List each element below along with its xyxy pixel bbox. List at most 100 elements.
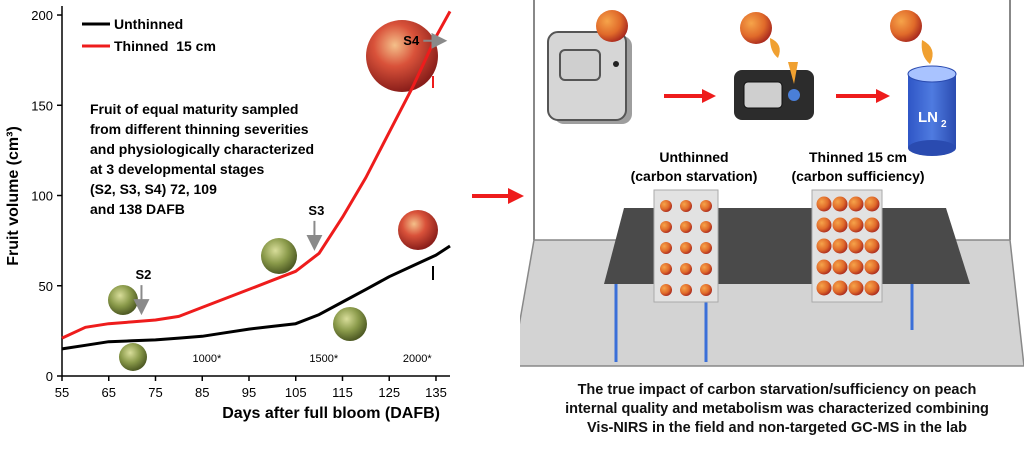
ln2-cylinder-base xyxy=(908,140,956,156)
unthinned-peaches xyxy=(660,200,712,296)
gdd-label: 1000* xyxy=(193,353,222,365)
y-tick-label: 200 xyxy=(31,8,53,23)
experiment-diagram-panel: LN 2 Unthinned (carbon starvation) Thinn… xyxy=(511,0,1024,446)
peach-icon xyxy=(832,238,848,254)
peach-icon xyxy=(700,200,712,212)
x-axis-label: Days after full bloom (DAFB) xyxy=(222,405,440,422)
peach-s3-thinned-image xyxy=(261,238,297,274)
x-tick-label: 115 xyxy=(332,385,353,400)
peach-on-device xyxy=(596,10,628,42)
legend-label-unthinned: Unthinned xyxy=(114,16,183,32)
x-tick-label: 105 xyxy=(285,385,307,400)
unthinned-title: Unthinned xyxy=(659,149,728,165)
annotation-line: (S2, S3, S4) 72, 109 xyxy=(90,181,217,197)
peach-icon xyxy=(680,284,692,296)
sampling-device xyxy=(734,12,814,120)
peach-icon xyxy=(660,263,672,275)
peach-icon xyxy=(832,196,848,212)
annotation-line: Fruit of equal maturity sampled xyxy=(90,101,298,117)
ln2-cylinder xyxy=(908,74,956,148)
peach-icon xyxy=(660,221,672,233)
peach-icon xyxy=(680,200,692,212)
experiment-diagram: LN 2 Unthinned (carbon starvation) Thinn… xyxy=(511,0,1024,367)
thinned-title: Thinned 15 cm xyxy=(809,149,907,165)
sample-drop xyxy=(788,62,798,84)
peach-icon xyxy=(700,284,712,296)
gdd-label: 2000* xyxy=(403,353,432,365)
x-tick-label: 135 xyxy=(425,385,447,400)
ln2-label: LN xyxy=(918,109,938,126)
device-screen xyxy=(559,49,601,81)
thinned-subtitle: (carbon sufficiency) xyxy=(791,168,924,184)
y-tick-label: 150 xyxy=(31,98,53,113)
peach-icon xyxy=(864,217,880,233)
peach-icon xyxy=(848,217,864,233)
peach-icon xyxy=(816,280,832,296)
x-tick-label: 125 xyxy=(378,385,400,400)
peach-icon xyxy=(700,221,712,233)
peach-slice xyxy=(921,40,933,64)
caption-line: Vis-NIRS in the field and non-targeted G… xyxy=(587,420,967,436)
peach-icon xyxy=(816,217,832,233)
peach-s4-unthinned-image xyxy=(398,210,438,250)
peach-icon xyxy=(700,263,712,275)
sampler-screen xyxy=(743,81,783,109)
ln2-cylinder-top xyxy=(907,65,957,83)
x-tick-label: 55 xyxy=(55,385,69,400)
sampler-lens-icon xyxy=(788,89,800,101)
annotation-line: at 3 developmental stages xyxy=(90,161,265,177)
ln2-subscript: 2 xyxy=(941,119,947,130)
diagram-caption: The true impact of carbon starvation/suf… xyxy=(532,381,1022,438)
peach-icon xyxy=(848,259,864,275)
arrow-head-icon xyxy=(702,89,716,103)
annotation-line: and physiologically characterized xyxy=(90,141,314,157)
series-line-thinned xyxy=(61,10,452,340)
peach-icon xyxy=(816,238,832,254)
peach-icon xyxy=(660,242,672,254)
caption-line: internal quality and metabolism was char… xyxy=(565,401,989,417)
peach-slice xyxy=(770,38,780,58)
peach-sliced xyxy=(890,10,922,42)
legend: Unthinned Thinned 15 cm xyxy=(82,16,216,54)
thinned-peaches xyxy=(816,196,880,296)
y-tick-label: 50 xyxy=(39,279,53,294)
peach-icon xyxy=(848,280,864,296)
legend-label-thinned: Thinned 15 cm xyxy=(114,38,216,54)
peach-icon xyxy=(864,280,880,296)
series-line-unthinned xyxy=(61,244,451,351)
peach-icon xyxy=(660,200,672,212)
stage-label: S3 xyxy=(308,203,324,218)
y-axis-label: Fruit volume (cm³) xyxy=(5,126,22,266)
y-tick-label: 0 xyxy=(46,369,53,384)
peach-icon xyxy=(832,259,848,275)
peach-icon xyxy=(848,238,864,254)
peach-icon xyxy=(680,221,692,233)
peach-icon xyxy=(680,242,692,254)
peach-icon xyxy=(816,259,832,275)
caption-line: The true impact of carbon starvation/suf… xyxy=(577,382,977,398)
peach-icon xyxy=(660,284,672,296)
annotation-line: from different thinning severities xyxy=(90,121,309,137)
vis-nirs-device xyxy=(547,10,632,124)
annotation-line: and 138 DAFB xyxy=(90,201,185,217)
x-tick-label: 75 xyxy=(148,385,162,400)
peach-icon xyxy=(864,196,880,212)
y-tick-label: 100 xyxy=(31,189,53,204)
peach-icon xyxy=(832,217,848,233)
peach-icon xyxy=(848,196,864,212)
peach-sliced xyxy=(740,12,772,44)
peach-icon xyxy=(864,238,880,254)
peach-icon xyxy=(864,259,880,275)
sampling-annotation: Fruit of equal maturity sampled from dif… xyxy=(90,101,314,217)
stage-label: S4 xyxy=(403,33,420,48)
peach-s3-unthinned-image xyxy=(333,307,367,341)
peach-s2-unthinned-image xyxy=(119,343,147,371)
peach-icon xyxy=(680,263,692,275)
peach-icon xyxy=(816,196,832,212)
panel-arrow-icon xyxy=(472,188,524,204)
stage-label: S2 xyxy=(135,267,151,282)
ln2-container: LN 2 xyxy=(890,10,957,156)
device-button-icon xyxy=(613,61,619,67)
